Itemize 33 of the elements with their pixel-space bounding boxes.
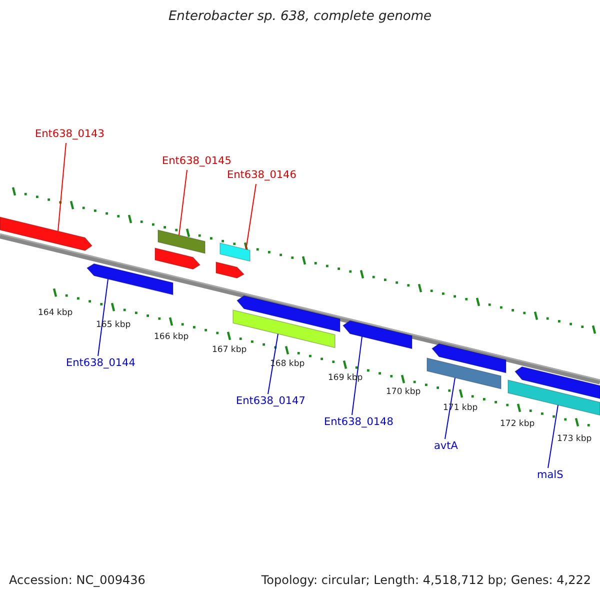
- leader-line: [178, 170, 188, 236]
- gene-bar: [508, 380, 600, 416]
- scale-label: 166 kbp: [154, 333, 189, 342]
- scale-label: 172 kbp: [500, 420, 535, 430]
- scale-label: 170 kbp: [386, 388, 421, 398]
- gene-label: avtA: [434, 441, 458, 453]
- genome-summary: Topology: circular; Length: 4,518,712 bp; Genes: 4,222: [261, 574, 591, 588]
- gene-block: [216, 262, 245, 278]
- gene-bar: [426, 358, 502, 390]
- gene-block: [431, 343, 506, 374]
- gene-label: Ent638_0147: [236, 396, 306, 408]
- gene-bar: [220, 242, 250, 262]
- scale-label: 167 kbp: [212, 346, 247, 356]
- gene-block: [86, 263, 174, 296]
- leader-line: [246, 184, 256, 250]
- gene-bar: [158, 230, 206, 254]
- gene-block: [154, 248, 201, 270]
- gene-label: malS: [537, 470, 564, 482]
- gene-block: [342, 320, 412, 350]
- scale-label: 173 kbp: [557, 435, 592, 444]
- gene-label: Ent638_0144: [66, 358, 136, 370]
- gene-label: Ent638_0145: [162, 156, 232, 168]
- gene-block: [514, 366, 600, 400]
- leader-line: [58, 142, 66, 232]
- gene-label: Ent638_0146: [227, 170, 296, 182]
- accession-text: Accession: NC_009436: [9, 574, 146, 588]
- gene-block: [0, 216, 93, 251]
- gene-label: Ent638_0148: [324, 417, 394, 429]
- leader-line: [548, 404, 558, 468]
- gene-block: [236, 295, 340, 332]
- diagram-title: Enterobacter sp. 638, complete genome: [167, 10, 433, 24]
- gene-label: Ent638_0143: [35, 129, 104, 141]
- scale-label: 164 kbp: [38, 309, 73, 318]
